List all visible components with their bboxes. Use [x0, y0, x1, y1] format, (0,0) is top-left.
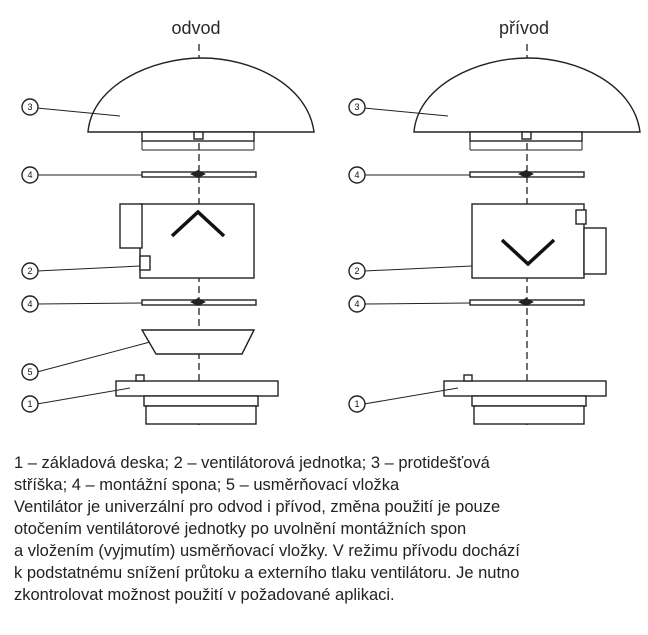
- callout-number: 1: [354, 399, 359, 409]
- exhaust-rain-cap: [87, 57, 315, 151]
- exhaust-guide-insert: [140, 329, 256, 355]
- callout-number: 4: [354, 170, 359, 180]
- callout-circle: [21, 395, 39, 413]
- callout-circle: [21, 262, 39, 280]
- callout-number: 2: [354, 266, 359, 276]
- callout-circle: [21, 98, 39, 116]
- callout-circle: [348, 98, 366, 116]
- exhaust-fan-unit: [119, 203, 255, 279]
- supply-assembly: přívod: [348, 18, 641, 425]
- callout-circle: [348, 262, 366, 280]
- description-line: k podstatnému snížení průtoku a externíh…: [14, 564, 520, 582]
- supply-clip-upper: [469, 170, 585, 178]
- exhaust-callouts: 3 4 2 4 5 1: [21, 98, 151, 413]
- legend-line: stříška; 4 – montážní spona; 5 – usměrňo…: [14, 476, 400, 494]
- callout-circle: [21, 295, 39, 313]
- callout-number: 5: [27, 367, 32, 377]
- callout-number: 3: [27, 102, 32, 112]
- exhaust-clip-upper: [141, 170, 257, 178]
- callout-circle: [348, 295, 366, 313]
- callout-number: 4: [27, 170, 32, 180]
- callout-number: 3: [354, 102, 359, 112]
- description-line: Ventilátor je univerzální pro odvod i př…: [14, 498, 501, 516]
- callout-number: 1: [27, 399, 32, 409]
- description-line: zkontrolovat možnost použití v požadovan…: [14, 586, 395, 604]
- description-line: otočením ventilátorové jednotky po uvoln…: [14, 520, 467, 538]
- callout-number: 4: [27, 299, 32, 309]
- legend-line: 1 – základová deska; 2 – ventilátorová j…: [14, 454, 490, 472]
- callout-circle: [21, 363, 39, 381]
- supply-base-plate: [443, 374, 607, 425]
- supply-clip-lower: [469, 298, 585, 306]
- description-line: a vložením (vyjmutím) usměrňovací vložky…: [14, 542, 520, 560]
- callout-circle: [21, 166, 39, 184]
- callout-number: 4: [354, 299, 359, 309]
- supply-rain-cap: [413, 57, 641, 151]
- supply-fan-unit: [471, 203, 607, 279]
- exhaust-base-plate: [115, 374, 279, 425]
- callout-number: 2: [27, 266, 32, 276]
- callout-circle: [348, 395, 366, 413]
- supply-callouts: 3 4 2 4 1: [348, 98, 473, 413]
- callout-circle: [348, 166, 366, 184]
- exhaust-title: odvod: [171, 18, 220, 38]
- caption: 1 – základová deska; 2 – ventilátorová j…: [14, 452, 634, 606]
- exhaust-clip-lower: [141, 298, 257, 306]
- assembly-diagram: odvod: [21, 18, 641, 425]
- exhaust-assembly: odvod: [21, 18, 315, 425]
- supply-title: přívod: [499, 18, 549, 38]
